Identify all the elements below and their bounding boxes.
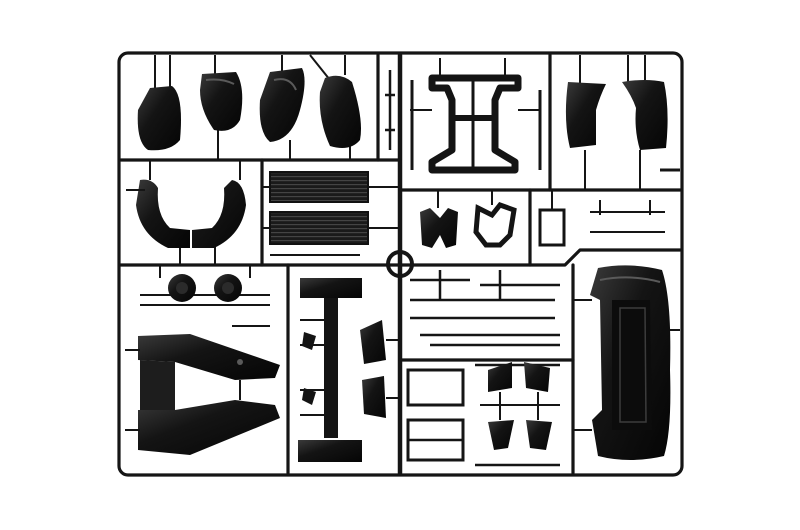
fender-panel-right xyxy=(319,75,361,148)
radiator-grille-lower xyxy=(269,211,369,245)
sprue-ring xyxy=(386,250,414,278)
fender-panel-left xyxy=(137,86,181,151)
small-brackets xyxy=(406,270,560,467)
side-panel-upper xyxy=(360,320,386,364)
rear-fenders xyxy=(565,55,680,190)
body-shell xyxy=(573,265,680,460)
roll-bar-frame xyxy=(410,58,542,174)
frame-bracket xyxy=(406,368,465,407)
rear-fender-right xyxy=(622,80,668,150)
small-brackets xyxy=(385,70,395,150)
fender-panel xyxy=(200,72,243,131)
mirror-parts xyxy=(480,362,560,450)
side-panels xyxy=(360,320,400,418)
mirror-housing xyxy=(524,362,550,392)
fender-panels xyxy=(137,54,361,160)
mirror-housing xyxy=(526,420,552,450)
suspension-arm-mid xyxy=(473,202,517,248)
wheels-pair xyxy=(140,265,270,306)
spine-top-plate xyxy=(300,278,362,298)
mirror-housing xyxy=(488,420,514,450)
spine-bottom-plate xyxy=(298,440,362,462)
seat-shell-left xyxy=(136,179,190,248)
bracket-frame xyxy=(538,208,566,247)
rear-fender-left xyxy=(565,82,606,148)
tray-upper xyxy=(138,334,280,380)
seat-shells xyxy=(126,160,246,265)
radiator-grille-upper xyxy=(269,171,369,203)
runner xyxy=(398,248,682,267)
tray-lower xyxy=(138,400,280,455)
sprue-runners xyxy=(117,51,684,477)
mirror-housing xyxy=(488,362,512,392)
radiator-grilles xyxy=(262,171,400,256)
seat-shell-right xyxy=(192,180,246,248)
chassis-spine xyxy=(298,278,362,462)
side-panel-lower xyxy=(362,376,386,418)
suspension-arm-left xyxy=(420,208,458,248)
spine-beam xyxy=(324,298,338,438)
suspension-arms xyxy=(420,190,665,248)
underbody-tray xyxy=(125,325,280,455)
